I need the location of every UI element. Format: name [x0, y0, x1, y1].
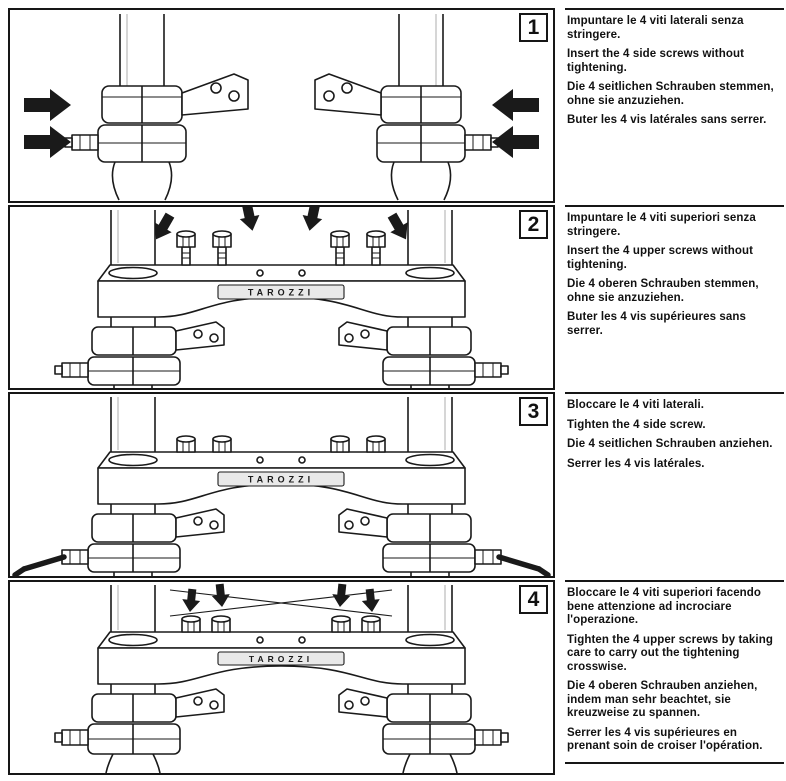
top-bridge: TAROZZI: [97, 451, 466, 505]
instruction-german: Die 4 oberen Schrauben stemmen, ohne sie…: [567, 278, 759, 304]
step-4-drawing: TAROZZI: [54, 583, 509, 773]
step-number-box: 3: [519, 397, 548, 426]
press-arrow-icon: [154, 207, 408, 240]
fork-leg-lower-clamp: [54, 210, 225, 388]
bridge-screw: [176, 230, 196, 266]
step-4-illustration: TAROZZI: [8, 580, 555, 775]
instruction-english: Tighten the 4 upper screws by taking car…: [567, 633, 773, 673]
instruction-french: Serrer les 4 vis supérieures en prenant …: [567, 726, 763, 753]
instruction-italian: Bloccare le 4 viti laterali.: [567, 399, 705, 411]
step-number-box: 1: [519, 13, 548, 42]
step-1-row: 1 Impuntare le 4 viti laterali senza str…: [8, 8, 786, 203]
bridge-screw: [330, 230, 350, 266]
step-3-instructions: Bloccare le 4 viti laterali. Tighten the…: [565, 392, 784, 477]
step-number-box: 2: [519, 210, 548, 239]
instruction-german: Die 4 seitlichen Schrauben anziehen.: [567, 438, 773, 450]
fork-leg-lower-clamp: [12, 397, 225, 576]
bridge-screw: [181, 615, 201, 633]
bridge-screw: [212, 230, 232, 266]
press-arrow-icon: [182, 583, 380, 612]
brand-label: TAROZZI: [249, 654, 313, 664]
instruction-english: Tighten the 4 side screw.: [567, 418, 706, 431]
step-4-instructions: Bloccare le 4 viti superiori facendo ben…: [565, 580, 784, 764]
cross-pattern-icon: [169, 589, 393, 617]
instruction-italian: Bloccare le 4 viti superiori facendo ben…: [567, 587, 762, 626]
step-3-row: TAROZZI: [8, 392, 786, 578]
top-bridge: TAROZZI: [97, 631, 466, 685]
instruction-french: Serrer les 4 vis latérales.: [567, 457, 705, 470]
instruction-english: Insert the 4 upper screws without tighte…: [567, 245, 754, 271]
bridge-screw: [331, 615, 351, 633]
step-2-drawing: TAROZZI: [54, 207, 509, 388]
instruction-english: Insert the 4 side screws without tighten…: [567, 48, 745, 74]
bridge-screw: [176, 435, 196, 453]
step-2-row: TAROZZI: [8, 205, 786, 390]
step-number: 1: [527, 16, 540, 39]
step-4-row: TAROZZI: [8, 580, 786, 775]
instruction-french: Buter les 4 vis latérales sans serrer.: [567, 114, 767, 126]
instruction-german: Die 4 oberen Schrauben anziehen, indem m…: [567, 680, 758, 719]
step-3-illustration: TAROZZI: [8, 392, 555, 578]
bridge-screw: [211, 615, 231, 633]
allen-key-icon: [12, 554, 67, 576]
side-screw: [54, 729, 89, 746]
bridge-screw: [366, 435, 386, 453]
instruction-italian: Impuntare le 4 viti laterali senza strin…: [567, 15, 744, 41]
step-2-instructions: Impuntare le 4 viti superiori senza stri…: [565, 205, 784, 344]
bridge-screw: [212, 435, 232, 453]
step-number: 4: [527, 588, 540, 611]
step-1-illustration: 1: [8, 8, 555, 203]
top-bridge: TAROZZI: [97, 264, 466, 318]
step-1-instructions: Impuntare le 4 viti laterali senza strin…: [565, 8, 784, 134]
press-arrow-icon: [24, 89, 71, 158]
fork-leg-lower-clamp: [54, 585, 225, 773]
clamp-bracket-plate: [181, 73, 249, 116]
step-number-box: 4: [519, 585, 548, 614]
brand-label: TAROZZI: [248, 475, 314, 485]
bridge-screw: [361, 615, 381, 633]
instruction-german: Die 4 seitlichen Schrauben stemmen, ohne…: [567, 81, 774, 107]
fork-leg-with-side-screws: [24, 14, 249, 201]
bridge-screw: [366, 230, 386, 266]
step-number: 3: [527, 400, 540, 423]
side-screw: [54, 362, 89, 378]
step-1-drawing: [24, 13, 540, 201]
instruction-italian: Impuntare le 4 viti superiori senza stri…: [567, 212, 756, 238]
instruction-french: Buter les 4 vis supérieures sans serrer.: [567, 311, 746, 337]
step-3-drawing: TAROZZI: [12, 394, 553, 576]
bridge-screw: [330, 435, 350, 453]
step-number: 2: [527, 213, 540, 236]
brand-label: TAROZZI: [248, 288, 314, 298]
step-2-illustration: TAROZZI: [8, 205, 555, 390]
